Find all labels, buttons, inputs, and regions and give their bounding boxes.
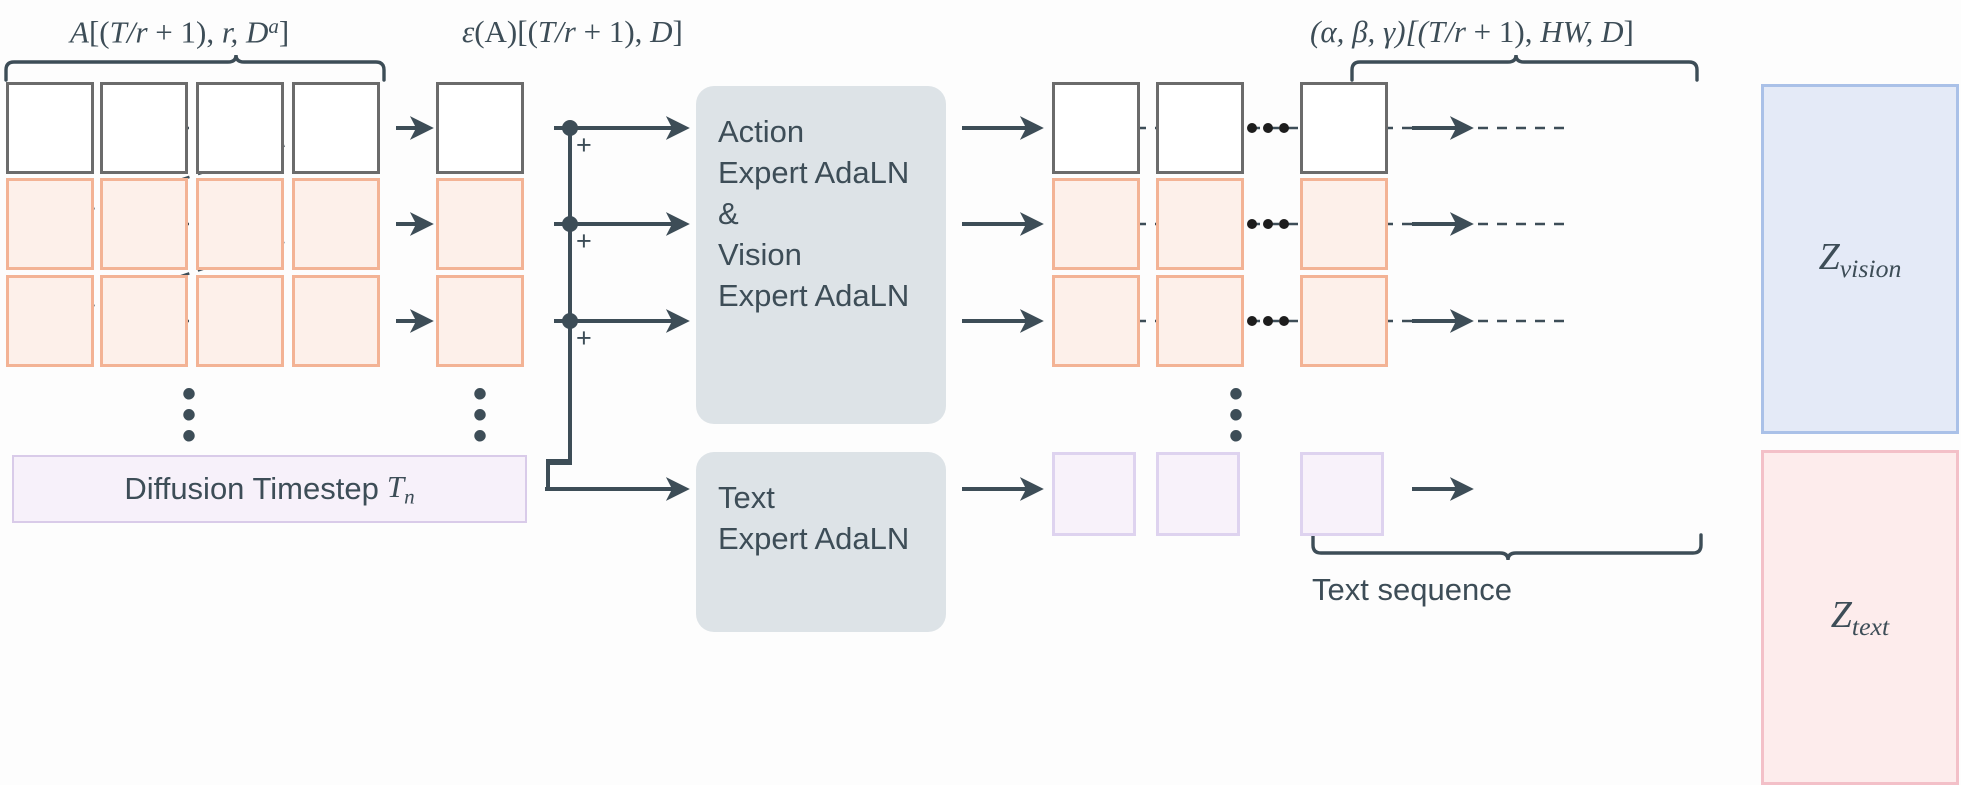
- right-matrix-bracket-close: ]: [1623, 14, 1634, 49]
- text-token-0: [1052, 452, 1136, 536]
- right-cell-r2c1: [1156, 275, 1244, 367]
- right-matrix-HW: HW,: [1540, 14, 1602, 49]
- left-matrix-plus: +: [147, 14, 181, 50]
- mid-matrix-D: D: [650, 14, 673, 49]
- z-vision-label: Zvision: [1818, 235, 1902, 283]
- diffusion-timestep-symbol: Tn: [386, 468, 415, 509]
- z-vision-output-box: Zvision: [1761, 84, 1959, 434]
- z-text-output-box: Ztext: [1761, 450, 1959, 785]
- mid-matrix-body: T/r: [537, 14, 576, 49]
- output-arrows: [1412, 116, 1474, 501]
- mid-matrix-plus: +: [575, 14, 609, 49]
- text-token-2: [1300, 452, 1384, 536]
- right-cell-r1c1: [1156, 178, 1244, 270]
- expert-line-0: Action: [718, 114, 805, 149]
- expert-line-2: &: [718, 195, 739, 231]
- left-cell-r2c0: [6, 275, 94, 367]
- mid-column-vertical-ellipsis: •••: [472, 372, 487, 458]
- right-brace: [1350, 54, 1699, 82]
- mid-matrix-label: ε(A)[(T/r + 1), D]: [462, 14, 683, 50]
- right-cell-r2c0: [1052, 275, 1140, 367]
- text-expert-line-1: Expert AdaLN: [718, 520, 910, 556]
- left-cell-r2c2: [196, 275, 284, 367]
- z-vision-subscript: vision: [1839, 253, 1902, 283]
- left-matrix-D-sup: a: [268, 14, 279, 38]
- adder-plus-3: +: [576, 323, 592, 353]
- left-cell-r1c2: [196, 178, 284, 270]
- left-cell-r0c3: [292, 82, 380, 174]
- action-vision-expert-box[interactable]: Action Expert AdaLN & Vision Expert AdaL…: [696, 86, 946, 424]
- right-grid-ellipsis-dots: [1247, 123, 1289, 326]
- left-cell-r0c0: [6, 82, 94, 174]
- right-cell-r0c1: [1156, 82, 1244, 174]
- left-cell-r2c1: [100, 275, 188, 367]
- z-text-label: Ztext: [1830, 594, 1890, 641]
- adder-plus-2: +: [576, 226, 592, 256]
- left-matrix-D: D: [245, 14, 269, 50]
- right-matrix-label: (α, β, γ)[(T/r + 1), HW, D]: [1310, 14, 1634, 50]
- encode-arrows: [396, 116, 434, 333]
- z-text-subscript: text: [1851, 611, 1890, 641]
- left-matrix-label: A[(T/r + 1), r, Da]: [70, 14, 289, 50]
- right-matrix-one: 1),: [1498, 14, 1541, 49]
- mid-matrix-one: 1),: [608, 14, 651, 49]
- right-matrix-body: T/r: [1427, 14, 1466, 49]
- right-cell-r1c2: [1300, 178, 1388, 270]
- left-matrix-bracket-close: ]: [278, 14, 290, 50]
- right-cell-r1c0: [1052, 178, 1140, 270]
- expert-line-1: Expert AdaLN: [718, 154, 910, 190]
- left-matrix-r: r,: [214, 14, 246, 50]
- left-cell-r1c3: [292, 178, 380, 270]
- right-cell-r0c2: [1300, 82, 1388, 174]
- left-cell-r1c0: [6, 178, 94, 270]
- expert-to-output-arrows: [962, 116, 1044, 501]
- right-grid-vertical-ellipsis: •••: [1228, 372, 1243, 458]
- right-matrix-plus: +: [1465, 14, 1499, 49]
- left-cell-r2c3: [292, 275, 380, 367]
- left-brace: [4, 54, 386, 82]
- left-cell-r0c1: [100, 82, 188, 174]
- adder-bus-tail: [546, 440, 572, 463]
- mid-matrix-bracket-close: ]: [672, 14, 683, 49]
- diffusion-timestep-box: Diffusion Timestep Tn: [12, 455, 527, 523]
- mid-matrix-eps: ε: [462, 14, 475, 49]
- right-matrix-D: D: [1601, 14, 1624, 49]
- text-token-1: [1156, 452, 1240, 536]
- left-matrix-var: A: [70, 14, 89, 50]
- adder-plus-1: +: [576, 130, 592, 160]
- text-expert-box[interactable]: Text Expert AdaLN: [696, 452, 946, 632]
- mid-cell-r0: [436, 82, 524, 174]
- right-cell-r2c2: [1300, 275, 1388, 367]
- adder-to-expert-arrows: [570, 116, 690, 333]
- left-grid-vertical-ellipsis: •••: [181, 372, 196, 458]
- left-matrix-one: 1),: [180, 14, 215, 50]
- mid-cell-r2: [436, 275, 524, 367]
- left-matrix-bracket-open: [(: [88, 14, 110, 50]
- adder-bus: [546, 126, 572, 488]
- right-cell-r0c0: [1052, 82, 1140, 174]
- left-cell-r1c1: [100, 178, 188, 270]
- expert-line-4: Expert AdaLN: [718, 277, 910, 313]
- left-cell-r0c2: [196, 82, 284, 174]
- diffusion-timestep-text: Diffusion Timestep: [124, 471, 379, 506]
- diffusion-timestep-subscript: n: [404, 484, 415, 509]
- left-matrix-body: T/r: [109, 14, 148, 50]
- text-expert-line-0: Text: [718, 480, 775, 515]
- text-sequence-label: Text sequence: [1312, 572, 1512, 607]
- mid-cell-r1: [436, 178, 524, 270]
- right-matrix-greeks: (α, β, γ)[(: [1310, 14, 1428, 49]
- mid-matrix-of: (A)[(: [474, 14, 538, 49]
- expert-line-3: Vision: [718, 236, 802, 272]
- text-sequence-brace: [1311, 533, 1703, 561]
